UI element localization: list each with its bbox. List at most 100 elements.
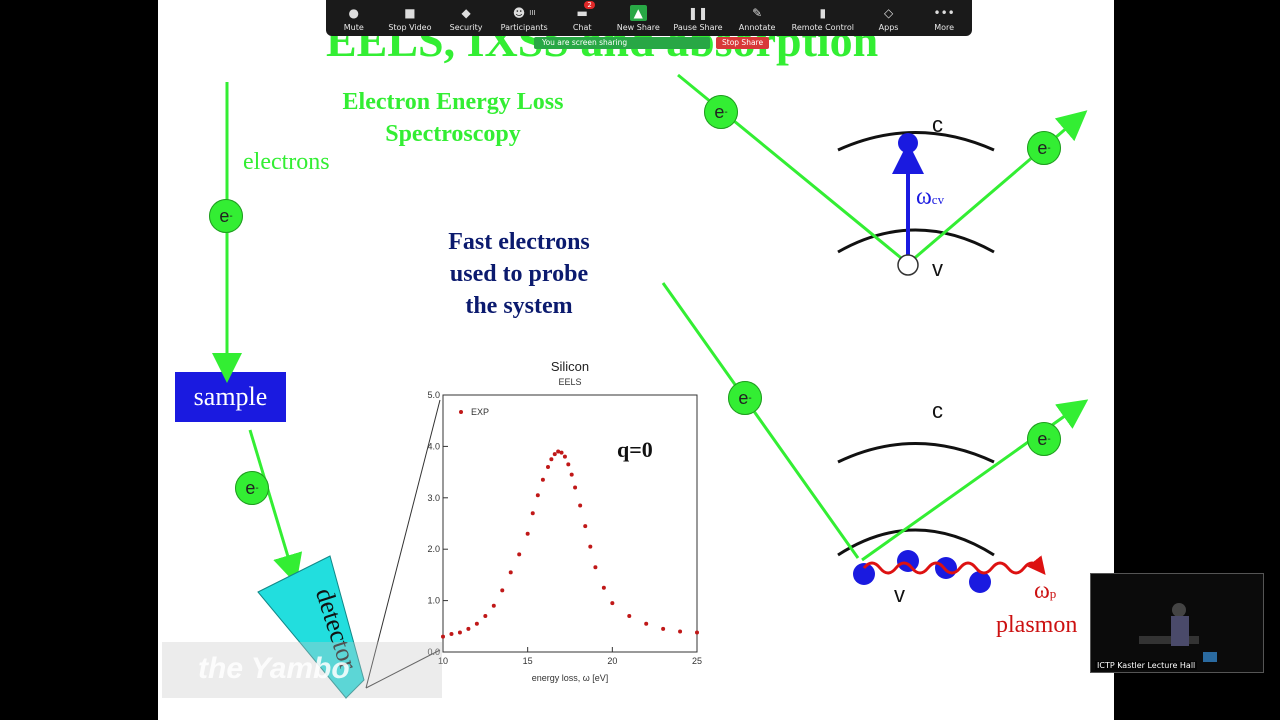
people-icon: ☻III — [512, 6, 536, 20]
omega-cv-symbol: ω — [916, 184, 932, 210]
data-point — [556, 449, 561, 454]
toolbar-button-label: Security — [449, 23, 483, 32]
y-tick-label: 0.0 — [427, 647, 440, 657]
shared-slide: EELS, IXSS and absorption Electron Energ… — [158, 0, 1114, 720]
omega-cv-subscript: cv — [931, 192, 945, 207]
data-point — [578, 503, 583, 508]
data-point — [644, 621, 649, 626]
x-tick-label: 10 — [438, 656, 448, 666]
toolbar-button-label: Chat — [572, 23, 592, 32]
data-point — [566, 462, 571, 467]
data-point — [593, 565, 598, 570]
screen-share-bar: You are screen sharing Stop Share — [534, 37, 770, 49]
electron-ball-5: e- — [728, 381, 762, 415]
data-point — [695, 630, 699, 635]
data-point — [661, 626, 666, 631]
toolbar-button-label: Apps — [878, 23, 899, 32]
fast-text-line1: Fast electrons — [448, 229, 590, 255]
chart-subtitle: EELS — [558, 377, 581, 387]
electron-ball-4: e- — [1027, 131, 1061, 165]
toolbar-button-label: Annotate — [738, 23, 776, 32]
toolbar-stop-video-button[interactable]: ■ Stop Video — [388, 0, 431, 32]
electron-symbol: e — [1037, 137, 1048, 158]
toolbar-annotate-button[interactable]: ✎ Annotate — [736, 0, 778, 32]
electron-sup: - — [229, 210, 233, 222]
sharing-status-pill: You are screen sharing — [534, 37, 710, 49]
electron-symbol: e — [245, 477, 256, 498]
data-point — [449, 632, 454, 637]
shield-icon: ◆ — [461, 6, 471, 20]
pencil-icon: ✎ — [752, 6, 763, 20]
interband-diagram — [677, 73, 1088, 276]
detector-shape — [257, 555, 365, 699]
eels-heading-line1: Electron Energy Loss — [342, 89, 564, 115]
data-point — [491, 603, 496, 608]
sample-label: sample — [193, 382, 268, 411]
toolbar-button-label: New Share — [616, 23, 660, 32]
watermark-text: the Yambo — [198, 652, 350, 685]
electron-symbol: e — [1037, 428, 1048, 449]
microphone-icon: ● — [348, 6, 360, 20]
toolbar-mute-button[interactable]: ●Mute — [333, 0, 375, 32]
data-point — [569, 472, 574, 477]
toolbar-button-label: Participants — [500, 23, 548, 32]
electron-ball-2: e- — [235, 471, 269, 505]
x-tick-label: 20 — [607, 656, 617, 666]
toolbar-new-share-button[interactable]: ▲ New Share — [617, 0, 660, 32]
electrons-label: electrons — [243, 149, 330, 175]
fast-text-line2: used to probe — [449, 261, 589, 287]
toolbar-remote-control-button[interactable]: ▮Remote Control — [792, 0, 854, 32]
data-point — [525, 531, 530, 536]
x-tick-label: 15 — [523, 656, 533, 666]
apps-icon: ◇ — [883, 6, 894, 20]
data-point — [457, 630, 462, 635]
data-point — [573, 485, 578, 490]
legend-label: EXP — [471, 407, 489, 417]
band-c-top: c — [932, 112, 943, 137]
y-tick-label: 2.0 — [427, 544, 440, 554]
fast-text-line3: the system — [465, 293, 573, 319]
electron-sup: - — [748, 392, 752, 404]
data-point — [535, 493, 540, 498]
stop-share-button[interactable]: Stop Share — [716, 37, 770, 49]
chat-bubble-icon: ▬2 — [577, 1, 595, 21]
video-scene — [1091, 574, 1263, 672]
electron-ball-1: e- — [209, 199, 243, 233]
data-point — [678, 629, 683, 634]
toolbar-button-label: More — [934, 23, 955, 32]
data-point — [540, 477, 545, 482]
toolbar-pause-share-button[interactable]: ❚❚Pause Share — [673, 0, 722, 32]
toolbar-more-button[interactable]: ••• More — [923, 0, 965, 32]
video-thumbnail[interactable]: ICTP Kastler Lecture Hall — [1090, 573, 1264, 673]
plasmon-label: plasmon — [996, 612, 1078, 638]
sample-box: sample — [175, 372, 286, 422]
data-point — [562, 454, 567, 459]
data-point — [559, 450, 564, 455]
data-point — [552, 452, 557, 457]
toolbar-button-label: Stop Video — [388, 23, 432, 32]
chart-frame — [442, 394, 698, 653]
more-dots-icon: ••• — [933, 6, 955, 20]
band-v-bottom: v — [894, 582, 905, 607]
watermark-logo: the Yambo — [162, 642, 442, 698]
participants-count: III — [529, 9, 536, 17]
video-camera-icon: ■ — [404, 6, 416, 20]
toolbar-apps-button[interactable]: ◇ Apps — [868, 0, 910, 32]
toolbar-security-button[interactable]: ◆ Security — [445, 0, 487, 32]
eels-heading: Electron Energy Loss Spectroscopy — [298, 86, 608, 150]
data-point — [441, 634, 445, 639]
share-arrow-icon: ▲ — [629, 5, 647, 21]
pause-icon: ❚❚ — [687, 6, 709, 20]
electron-sup: - — [1047, 142, 1051, 154]
data-point — [466, 626, 471, 631]
data-point — [474, 621, 479, 626]
y-tick-label: 4.0 — [427, 441, 440, 451]
data-point — [610, 601, 615, 606]
x-tick-label: 25 — [692, 656, 702, 666]
x-axis-label: energy loss, ω [eV] — [532, 673, 609, 683]
data-point — [627, 614, 632, 619]
electron-symbol: e — [714, 101, 725, 122]
toolbar-participants-button[interactable]: ☻III Participants — [501, 0, 548, 32]
electron-symbol: e — [219, 205, 230, 226]
